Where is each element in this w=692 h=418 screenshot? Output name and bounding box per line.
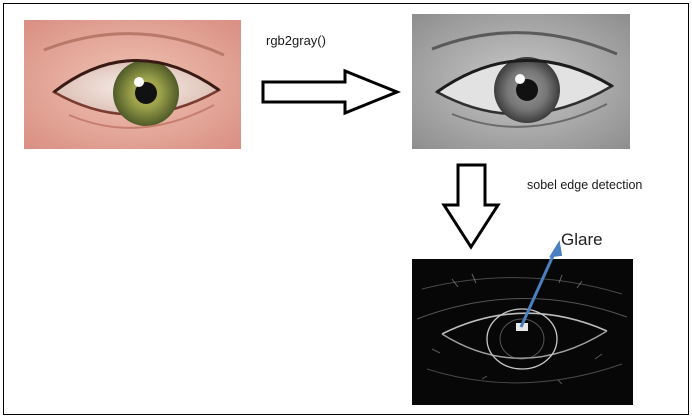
rgb2gray-label: rgb2gray() — [266, 33, 326, 48]
glare-pointer-arrow — [521, 249, 556, 327]
glare-label: Glare — [561, 230, 603, 250]
sobel-edge-detection-label: sobel edge detection — [527, 178, 642, 192]
right-arrow-icon — [263, 71, 397, 113]
glare-arrowhead-icon — [551, 243, 561, 256]
down-arrow-icon — [444, 165, 498, 247]
